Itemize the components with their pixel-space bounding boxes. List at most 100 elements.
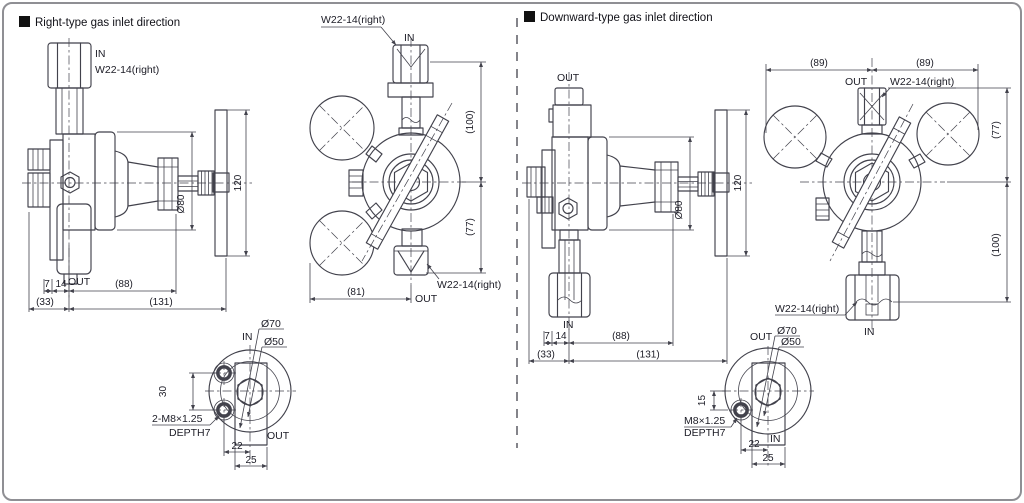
bottom-view: 15 22 25 M8×1.25 DEPTH7 Ø70: [684, 325, 814, 468]
outlet-thread-callout: W22-14(right): [426, 263, 501, 291]
pressure-gauge-right: [908, 102, 980, 169]
dim-22: 22: [223, 414, 251, 456]
dim-77-label: (77): [991, 121, 1002, 139]
outlet-thread-label: W22-14(right): [437, 279, 501, 291]
outlet-step: [63, 273, 78, 285]
dim-120-label: 120: [233, 174, 244, 191]
out-port-label: OUT: [415, 293, 438, 305]
front-view: (100) (77) (81) OUT W22-14(right) IN W22…: [309, 14, 501, 305]
lower-chamber: [56, 203, 92, 275]
dim-dia80-label: Ø80: [176, 194, 187, 213]
dim-7-label: 7: [44, 279, 50, 290]
dim-89-pair: (89) (89): [765, 58, 979, 133]
dia50-label: Ø50: [781, 336, 801, 348]
out-port-label: OUT: [845, 76, 868, 88]
pressure-gauge-left: [763, 105, 833, 169]
dim-dia80-label: Ø80: [674, 200, 685, 219]
inlet-thread-callout: W22-14(right): [321, 14, 397, 46]
body-hex-bolt: [558, 197, 578, 220]
dim-14-label: 14: [555, 331, 567, 342]
bolt-note-callout: M8×1.25 DEPTH7: [684, 415, 738, 439]
side-view: Ø80 120 7 14 (: [22, 38, 252, 312]
dim-88-label: (88): [115, 279, 133, 290]
inlet-connector-bottom: [548, 229, 591, 318]
dim-30-label: 30: [158, 386, 169, 398]
body-hex-bolt: [60, 171, 80, 194]
side-fittings: [526, 166, 554, 214]
dim-77: (77): [426, 181, 486, 274]
dim-100-label: (100): [991, 233, 1002, 256]
dia70-label: Ø70: [777, 325, 797, 337]
dim-25: 25: [751, 447, 786, 468]
pressure-gauge-top: [309, 95, 383, 163]
bottom-dimension-chain: 7 14 (88) (33) (131): [528, 199, 728, 364]
dim-89-left-label: (89): [810, 58, 828, 69]
t-handle-bar: [214, 109, 228, 257]
in-port-label: IN: [864, 326, 875, 338]
front-view: (89) (89) (77) (100) OUT W22-14(right): [763, 58, 1011, 338]
section-bullet-icon: [19, 16, 30, 27]
bolt-note-line1: 2-M8×1.25: [152, 413, 203, 425]
panel-header: Right-type gas inlet direction: [19, 16, 180, 29]
side-fittings: [27, 148, 51, 208]
bolt-note-line1: M8×1.25: [684, 415, 725, 427]
dim-33-label: (33): [36, 297, 54, 308]
bolt-note-line2: DEPTH7: [169, 427, 211, 439]
inlet-thread-callout: W22-14(right): [775, 301, 858, 316]
dim-30: 30: [158, 372, 219, 411]
out-port-label: OUT: [557, 72, 580, 84]
dim-131-label: (131): [636, 350, 659, 361]
dim-131-label: (131): [149, 297, 172, 308]
dim-dia80: Ø80: [609, 136, 694, 231]
dia50-callout: Ø50: [763, 336, 804, 417]
dim-88-label: (88): [612, 331, 630, 342]
dim-7-label: 7: [544, 331, 550, 342]
panel-right-type: Right-type gas inlet direction: [19, 14, 501, 470]
t-handle-bar: [714, 109, 728, 257]
handle-lever: [361, 102, 453, 262]
panel-title: Downward-type gas inlet direction: [540, 12, 713, 24]
panel-title: Right-type gas inlet direction: [35, 17, 180, 29]
bottom-view: 30 22 25 2-M8×1.25 DEPTH7 Ø70: [152, 318, 296, 470]
dim-81: (81): [309, 263, 412, 303]
in-port-label: IN: [242, 331, 253, 343]
section-bullet-icon: [524, 11, 535, 22]
dim-120: 120: [227, 109, 250, 257]
dim-22-label: 22: [231, 441, 243, 452]
dim-120: 120: [727, 109, 750, 257]
outlet-thread-callout: W22-14(right): [881, 76, 956, 98]
panel-header: Downward-type gas inlet direction: [524, 11, 713, 24]
dia70-label: Ø70: [261, 318, 281, 330]
dia50-label: Ø50: [264, 336, 284, 348]
inlet-connector-bottom: [845, 230, 900, 321]
side-view: OUT: [522, 72, 752, 364]
dim-dia80: Ø80: [117, 131, 196, 231]
dia70-callout: Ø70: [756, 325, 800, 428]
panel-downward-type: Downward-type gas inlet direction OUT: [522, 11, 1011, 468]
dia70-callout: Ø70: [238, 318, 284, 429]
in-port-label: IN: [404, 32, 415, 44]
bonnet-and-adjuster: [94, 109, 230, 257]
dim-22: 22: [740, 414, 769, 454]
dim-89-right-label: (89): [916, 58, 934, 69]
bolt-note-line2: DEPTH7: [684, 427, 726, 439]
dim-15: 15: [697, 390, 728, 411]
inlet-thread-label: W22-14(right): [95, 64, 159, 76]
mounting-boss: [751, 362, 786, 446]
outlet-thread-label: W22-14(right): [890, 76, 954, 88]
inlet-thread-label: W22-14(right): [321, 14, 385, 26]
dim-77-label: (77): [465, 218, 476, 236]
back-plate: [541, 149, 556, 249]
out-port-label: OUT: [267, 430, 290, 442]
in-port-label: IN: [770, 433, 781, 445]
dim-25-label: 25: [762, 453, 774, 464]
in-port-label: IN: [95, 48, 106, 60]
dim-100: (100): [893, 181, 1011, 303]
dim-81-label: (81): [347, 287, 365, 298]
dim-14-label: 14: [55, 279, 67, 290]
dim-25: 25: [234, 447, 268, 470]
inlet-connector-top: [387, 44, 434, 136]
